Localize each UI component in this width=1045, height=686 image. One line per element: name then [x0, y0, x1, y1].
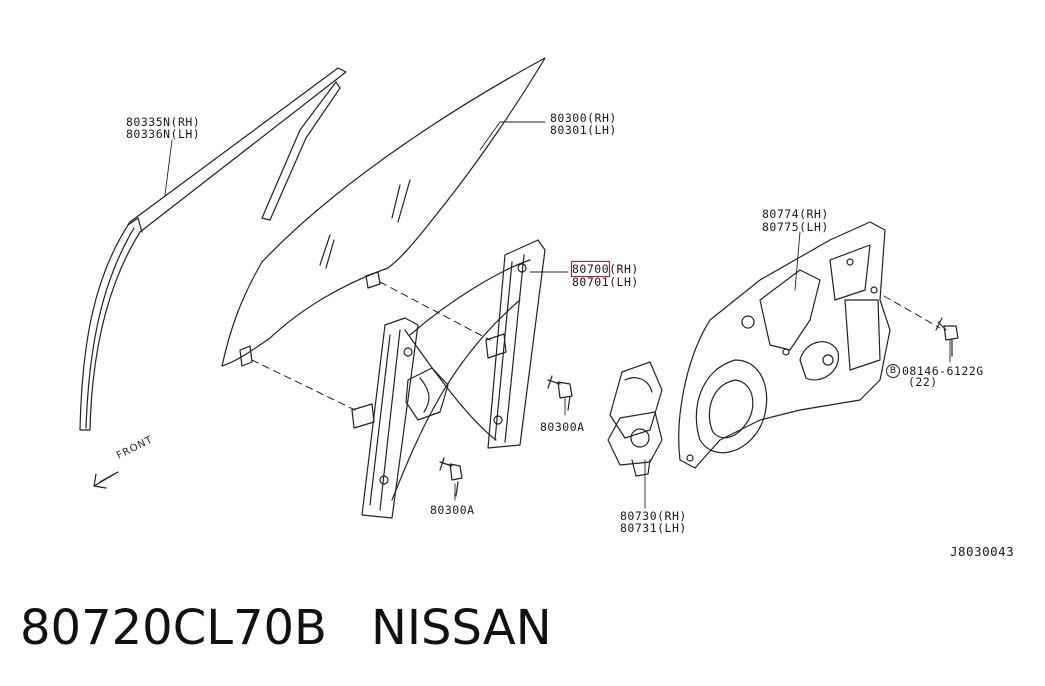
window-motor: [607, 361, 663, 477]
leader-lines: [164, 121, 951, 509]
sash-lh-label: 80336N(LH): [126, 127, 201, 141]
bolt-08146: [935, 317, 959, 357]
bolt-b-number-label: 08146-6122G: [902, 364, 984, 378]
footer-brand: NISSAN: [370, 600, 552, 656]
bolt-b-mark: B: [886, 364, 900, 378]
diagram-code: J8030043: [950, 544, 1015, 559]
window-regulator: [351, 239, 546, 519]
door-sash-channel: [79, 67, 347, 431]
footer-part-number: 80720CL70B: [20, 600, 327, 656]
front-arrow-icon: [93, 471, 119, 489]
door-glass: [221, 57, 546, 367]
door-module-panel: [678, 221, 891, 469]
motor-lh-label: 80731(LH): [620, 521, 687, 535]
module-lh-label: 80775(LH): [762, 220, 829, 234]
regulator-lh-label: 80701(LH): [572, 275, 639, 289]
regulator-rh-number-highlight: 80700: [570, 261, 611, 277]
module-rh-label: 80774(RH): [762, 207, 829, 221]
bolt-80300a-upper: [547, 375, 573, 411]
glass-lh-label: 80301(LH): [550, 123, 617, 137]
bolt-upper-label: 80300A: [540, 420, 585, 434]
motor-rh-label: 80730(RH): [620, 509, 687, 523]
footer-title: 80720CL70B NISSAN: [20, 598, 552, 658]
glass-rh-label: 80300(RH): [550, 111, 617, 125]
sash-rh-label: 80335N(RH): [126, 115, 201, 129]
bolt-b-qty-label: (22): [908, 375, 938, 389]
bolt-lower-label: 80300A: [430, 503, 475, 517]
bolt-80300a-lower: [439, 457, 463, 497]
regulator-rh-suffix: (RH): [609, 262, 639, 276]
guide-lines: [251, 281, 941, 411]
regulator-rh-label: 80700(RH): [570, 261, 639, 277]
